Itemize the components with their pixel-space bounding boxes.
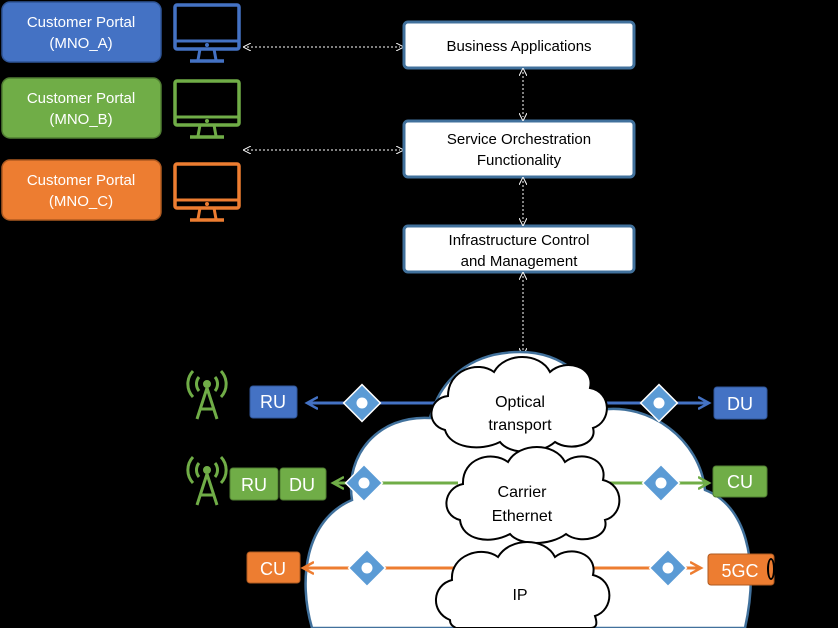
optical-line2: transport	[488, 417, 552, 434]
monitor-icon-mno-a	[173, 3, 241, 63]
business-applications-box[interactable]: Business Applications	[402, 20, 636, 70]
core-5gc-box[interactable]: 5GC	[707, 553, 775, 586]
du-optical-label: DU	[727, 394, 753, 414]
portal-mno-a[interactable]: Customer Portal (MNO_A)	[1, 1, 162, 63]
cu-ip-label: CU	[260, 559, 286, 579]
carrier-ethernet-cloud[interactable]: Carrier Ethernet	[445, 446, 621, 544]
cloud-icon-optical	[430, 356, 608, 453]
ethernet-line2: Ethernet	[492, 508, 553, 525]
infrastructure-control-line1: Infrastructure Control	[449, 232, 590, 249]
monitor-icon-mno-c	[173, 162, 241, 222]
portal-mno-c[interactable]: Customer Portal (MNO_C)	[1, 159, 162, 221]
portal-mno-c-line1: Customer Portal	[27, 172, 135, 189]
ethernet-line1: Carrier	[498, 484, 548, 501]
core-5gc-label: 5GC	[721, 561, 758, 581]
ru-ethernet-box[interactable]: RU	[229, 467, 279, 501]
infrastructure-control-line2: and Management	[461, 253, 579, 270]
cu-ip-box[interactable]: CU	[246, 551, 301, 584]
service-orchestration-box[interactable]: Service Orchestration Functionality	[402, 119, 636, 179]
service-orchestration-line1: Service Orchestration	[447, 131, 591, 148]
du-ethernet-label: DU	[289, 475, 315, 495]
cu-ethernet-label: CU	[727, 472, 753, 492]
antenna-icon-bottom	[186, 455, 228, 507]
portal-mno-a-line2: (MNO_A)	[49, 35, 112, 52]
ru-optical-label: RU	[260, 392, 286, 412]
service-orchestration-line2: Functionality	[477, 152, 562, 169]
monitor-icon-mno-b	[173, 79, 241, 139]
antenna-icon-top	[186, 369, 228, 421]
portal-mno-a-line1: Customer Portal	[27, 14, 135, 31]
ip-label: IP	[512, 587, 527, 604]
optical-line1: Optical	[495, 394, 545, 411]
du-ethernet-box[interactable]: DU	[279, 467, 327, 501]
portal-mno-c-line2: (MNO_C)	[49, 193, 113, 210]
business-applications-label: Business Applications	[446, 38, 591, 55]
cu-ethernet-box[interactable]: CU	[712, 465, 768, 498]
portal-mno-b[interactable]: Customer Portal (MNO_B)	[1, 77, 162, 139]
infrastructure-control-box[interactable]: Infrastructure Control and Management	[402, 224, 636, 274]
portal-mno-b-line2: (MNO_B)	[49, 111, 112, 128]
ru-optical-box[interactable]: RU	[249, 385, 298, 419]
diamond-node-icon-optical-left	[342, 383, 382, 423]
du-optical-box[interactable]: DU	[713, 386, 768, 420]
ru-ethernet-label: RU	[241, 475, 267, 495]
optical-transport-cloud[interactable]: Optical transport	[430, 356, 608, 453]
portal-mno-b-line1: Customer Portal	[27, 90, 135, 107]
